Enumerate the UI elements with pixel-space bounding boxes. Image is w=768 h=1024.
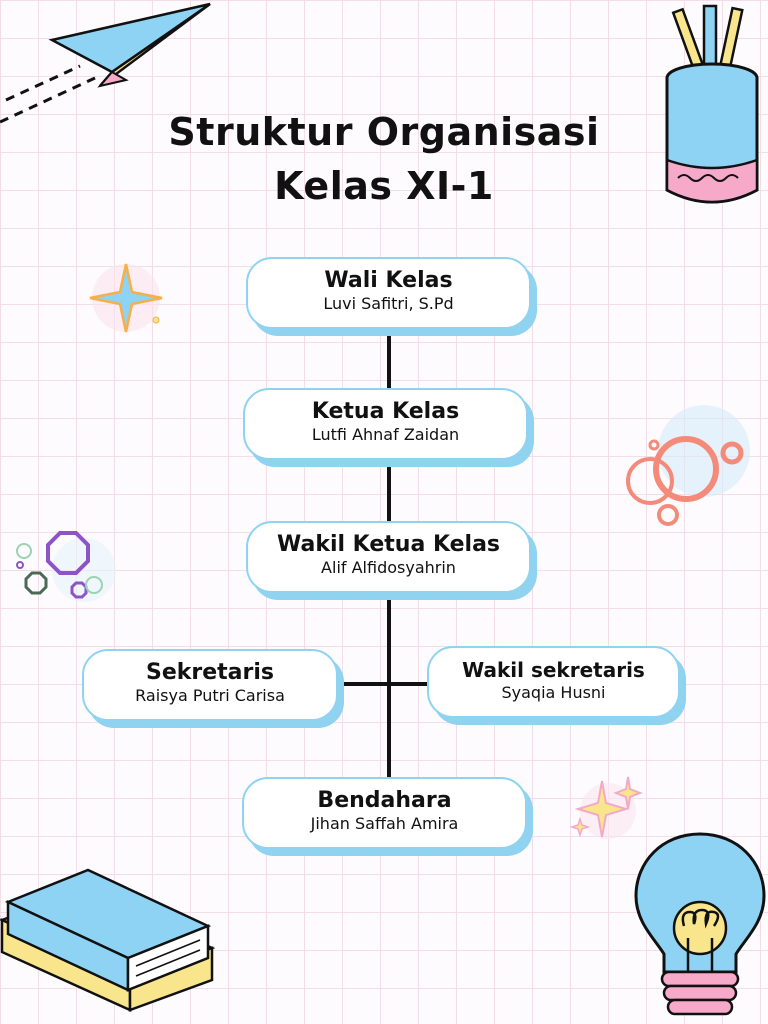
node-wakil-sekretaris[interactable]: Wakil sekretaris Syaqia Husni xyxy=(427,646,680,718)
twinkle-stars-icon xyxy=(570,776,643,839)
page-title-line-2: Kelas XI-1 xyxy=(274,164,494,208)
rings-icon xyxy=(626,405,750,526)
node-person: Jihan Saffah Amira xyxy=(310,814,459,833)
paper-plane-icon xyxy=(0,2,211,124)
page-title-line-1: Struktur Organisasi xyxy=(168,110,600,154)
node-person: Lutfi Ahnaf Zaidan xyxy=(311,425,460,444)
node-ketua-kelas[interactable]: Ketua Kelas Lutfi Ahnaf Zaidan xyxy=(243,388,528,460)
node-role: Bendahara xyxy=(317,788,452,813)
sparkle-star-icon xyxy=(89,263,163,333)
node-person: Syaqia Husni xyxy=(501,683,606,702)
node-bendahara[interactable]: Bendahara Jihan Saffah Amira xyxy=(242,777,527,849)
octagons-icon xyxy=(16,531,116,602)
node-role: Wakil Ketua Kelas xyxy=(276,532,501,557)
node-role: Sekretaris xyxy=(145,660,274,685)
node-role: Wali Kelas xyxy=(324,268,453,293)
node-person: Alif Alfidosyahrin xyxy=(321,558,456,577)
node-wakil-ketua-kelas[interactable]: Wakil Ketua Kelas Alif Alfidosyahrin xyxy=(246,521,531,593)
lightbulb-icon xyxy=(634,832,766,1016)
node-role: Ketua Kelas xyxy=(311,399,460,424)
node-person: Raisya Putri Carisa xyxy=(135,686,285,705)
node-person: Luvi Safitri, S.Pd xyxy=(323,294,454,313)
node-sekretaris[interactable]: Sekretaris Raisya Putri Carisa xyxy=(82,649,338,721)
node-role: Wakil sekretaris xyxy=(462,658,645,682)
connector-horizontal-secretaries xyxy=(340,682,428,686)
pencil-cup-icon xyxy=(665,4,759,204)
node-wali-kelas[interactable]: Wali Kelas Luvi Safitri, S.Pd xyxy=(246,257,531,329)
books-icon xyxy=(0,868,216,1012)
